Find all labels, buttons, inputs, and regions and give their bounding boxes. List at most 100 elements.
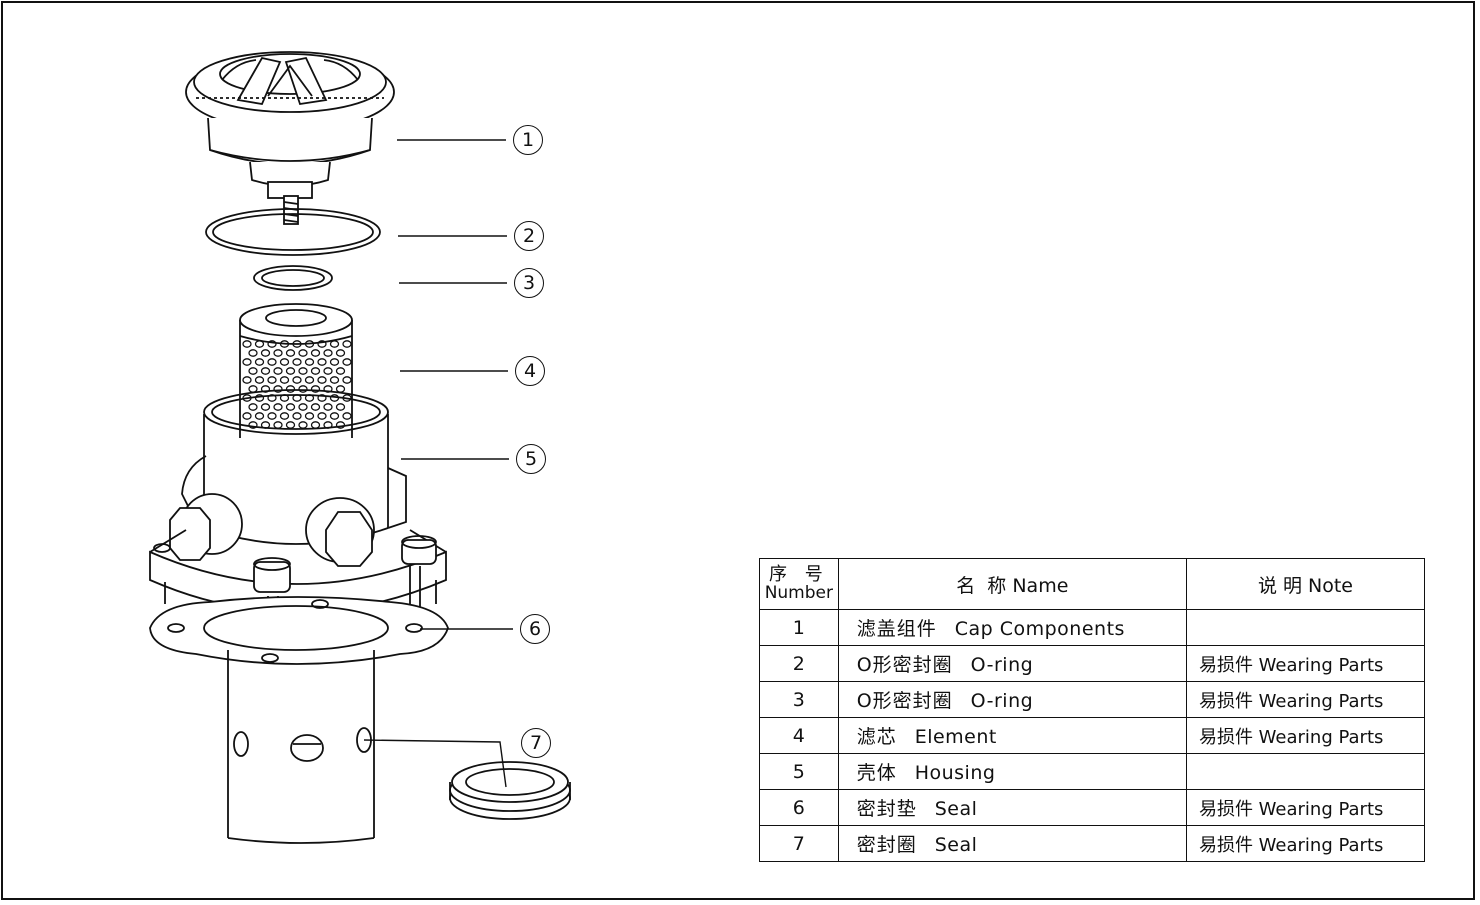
perforation-hole [304,412,315,420]
row-name-cn: O形密封圈 [856,654,953,676]
perforation-hole [273,367,283,375]
perforation-hole [317,358,327,366]
seal-gasket-part [149,596,449,665]
perforation-hole [298,367,308,375]
table-row: 3 O形密封圈 O-ring 易损件 Wearing Parts [759,681,1426,718]
perforation-hole [335,367,346,375]
perforation-hole [342,376,352,384]
table-row: 5 壳体 Housing [759,753,1426,790]
row-name-cn: 壳体 [856,762,897,784]
row-name-en: O-ring [970,690,1034,712]
row-note: 易损件 Wearing Parts [1185,825,1426,862]
row-number: 4 [759,717,839,754]
perforation-hole [298,349,308,357]
perforation-hole [317,340,327,348]
callout-number: 1 [521,129,535,151]
row-name-en: O-ring [970,654,1034,676]
perforation-hole [285,385,296,393]
cap-components-part [185,51,395,225]
o-ring-small-part [253,265,333,291]
row-name-cn: 滤芯 [856,726,897,748]
perforation-hole [267,358,277,366]
perforation-hole [242,340,252,348]
perforation-hole [317,394,327,402]
perforation-hole [248,367,258,375]
housing-part [149,389,447,632]
callout-4: 4 [515,356,545,386]
perforation-hole [242,358,252,366]
perforation-hole [298,403,308,411]
perforation-hole [248,421,258,429]
row-name: O形密封圈 O-ring [837,645,1187,682]
perforation-hole [254,358,265,366]
o-ring-large-part [205,208,381,256]
table-header-row: 序 号 Number 名 称 Name 说 明 Note [759,558,1426,610]
callout-number: 4 [523,360,537,382]
row-name-cn: 密封垫 [856,798,917,820]
perforation-hole [285,421,296,429]
perforation-hole [292,340,302,348]
perforation-hole [304,358,315,366]
perforation-hole [242,376,252,384]
perforation-hole [279,340,290,348]
perforation-hole [242,412,252,420]
header-note: 说 明 Note [1185,558,1426,610]
callout-1: 1 [513,125,543,155]
perforation-hole [310,421,321,429]
callout-number: 6 [528,618,542,640]
perforation-hole [273,349,283,357]
perforation-hole [342,358,352,366]
row-number: 3 [759,681,839,718]
row-number: 5 [759,753,839,790]
perforation-hole [285,349,296,357]
perforation-hole [329,412,340,420]
perforation-hole [310,403,321,411]
row-note: 易损件 Wearing Parts [1185,789,1426,826]
header-name: 名 称 Name [837,558,1187,610]
row-note: 易损件 Wearing Parts [1185,681,1426,718]
perforation-hole [329,340,340,348]
perforation-hole [310,367,321,375]
row-name-en: Housing [914,762,996,784]
perforation-hole [304,376,315,384]
perforation-hole [267,412,277,420]
header-number-en: Number [764,583,833,603]
row-name-en: Seal [934,834,978,856]
perforation-hole [310,385,321,393]
callout-6: 6 [520,614,550,644]
callout-5: 5 [516,444,546,474]
header-number-cn: 序 号 [768,564,829,585]
perforation-hole [260,349,271,357]
row-note: 易损件 Wearing Parts [1185,645,1426,682]
perforation-hole [273,421,283,429]
perforation-hole [323,349,333,357]
perforation-hole [279,358,290,366]
row-name: O形密封圈 O-ring [837,681,1187,718]
row-note [1185,609,1426,646]
perforation-hole [304,340,315,348]
perforation-hole [335,403,346,411]
perforation-hole [329,358,340,366]
perforation-hole [279,412,290,420]
leader-lines [363,139,513,788]
perforation-hole [254,340,265,348]
perforation-hole [260,367,271,375]
row-name-en: Element [914,726,997,748]
perforation-hole [342,412,352,420]
row-name-cn: O形密封圈 [856,690,953,712]
row-number: 7 [759,825,839,862]
row-number: 6 [759,789,839,826]
perforation-hole [267,376,277,384]
callout-number: 3 [522,272,536,294]
perforation-hole [285,403,296,411]
perforation-hole [254,412,265,420]
